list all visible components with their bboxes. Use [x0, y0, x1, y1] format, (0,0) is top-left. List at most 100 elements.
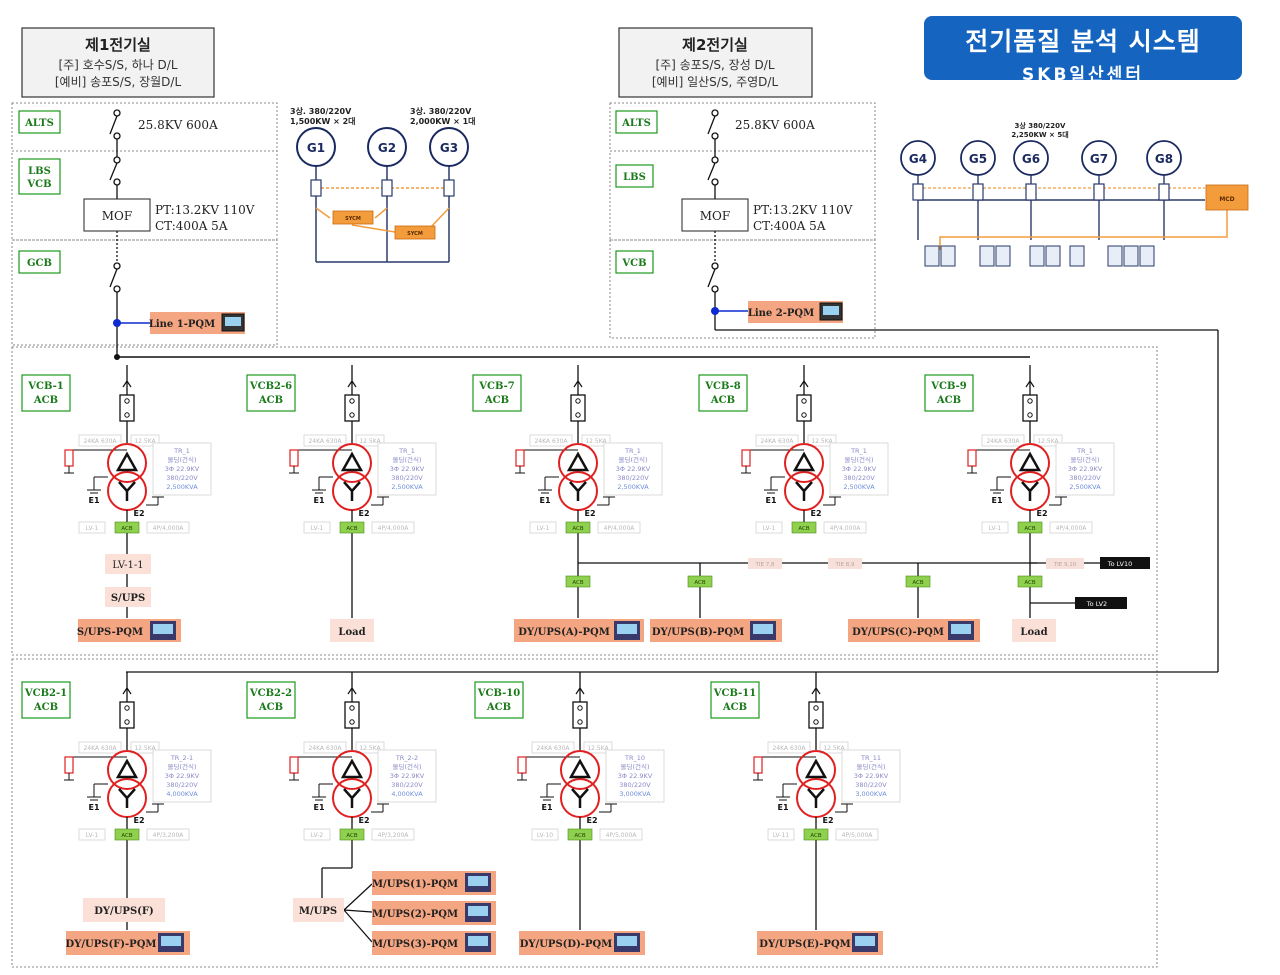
- feeder-vcb-contact-top: [577, 705, 583, 711]
- tr-spec-line: 380/220V: [391, 474, 423, 482]
- wye-symbol: [1021, 481, 1039, 501]
- feeder-vcb-contact-bottom: [1027, 412, 1033, 418]
- dyups-b-pqm: DY/UPS(B)-PQM: [652, 627, 744, 638]
- feeder-acb-label: ACB: [484, 395, 509, 406]
- load2-box: [1012, 619, 1056, 642]
- acb-rating-box: [371, 828, 415, 841]
- acb-label: ACB: [346, 833, 358, 839]
- acb-rating-box: [146, 521, 190, 534]
- feeder-disconnect: [575, 686, 585, 695]
- room1-pqm-box: [150, 312, 245, 334]
- lv-box: [529, 521, 557, 534]
- tr-spec-box: [841, 749, 901, 803]
- wye-symbol: [343, 481, 361, 501]
- feeder-area-1: [11, 346, 1158, 656]
- room1-rating: 25.8KV 600A: [138, 118, 218, 132]
- tr-spec-line: 3Φ 22.9KV: [390, 465, 425, 473]
- delta-symbol: [115, 758, 139, 779]
- gen-G7: G7: [1090, 152, 1108, 166]
- tr-spec-line: 380/220V: [1069, 474, 1101, 482]
- tr-spec-line: TR_1: [173, 447, 190, 455]
- tr-spec-line: 3,000KVA: [855, 790, 887, 798]
- room1-main-feed: [주] 호수S/S, 하나 D/L: [58, 58, 177, 72]
- feeder-vcb-contact-top: [349, 398, 355, 404]
- lv-box: [531, 828, 559, 841]
- room1-pt: PT:13.2KV 110V: [155, 203, 255, 217]
- transformer-primary: [107, 443, 147, 483]
- feeder-name: VCB-10: [477, 688, 520, 699]
- feeder-name: VCB-7: [478, 381, 515, 392]
- acb-box: [339, 828, 365, 841]
- lv-box: [755, 521, 783, 534]
- tr-spec-line: TR_1: [850, 447, 867, 455]
- gen1-spec1a: 3상. 380/220V: [290, 106, 352, 116]
- acb-rating-box: [835, 828, 879, 841]
- tr-spec-box: [829, 442, 889, 496]
- feeder-disconnect: [573, 379, 583, 388]
- tr-spec-line: TR_2-2: [395, 754, 418, 762]
- feeder-rating2-box: [130, 741, 160, 754]
- feeder-rating2-box: [130, 434, 160, 447]
- feeder-area-2: [11, 658, 1158, 968]
- tr-spec-line: TR_11: [860, 754, 881, 762]
- acb-label: ACB: [121, 833, 133, 839]
- tr-spec-line: 3Φ 22.9KV: [1068, 465, 1103, 473]
- feeder-disconnect: [347, 686, 357, 695]
- feeder-rating2-box: [1033, 434, 1063, 447]
- load2-label: Load: [1020, 627, 1047, 638]
- transformer-primary: [796, 750, 836, 790]
- feeder-vcb-contact-top: [575, 398, 581, 404]
- e2-label: E2: [822, 816, 833, 825]
- tr-spec-line: 몰딩(건식): [619, 455, 648, 464]
- feeder-arrester: [967, 449, 977, 467]
- tie-910: TIE 9,10: [1053, 562, 1077, 568]
- to-lv2: To LV2: [1086, 600, 1107, 608]
- dyups-c-pqm: DY/UPS(C)-PQM: [852, 627, 944, 638]
- sups-label: S/UPS: [111, 593, 145, 604]
- feeder-rating1-box: [767, 741, 811, 754]
- feeder-rating2-box: [807, 434, 837, 447]
- feeder-disconnect: [799, 379, 809, 388]
- feeder-vcb-contact-bottom: [577, 719, 583, 725]
- acb-rating: 4P/4,000A: [830, 525, 862, 532]
- feeder-disconnect: [122, 379, 132, 388]
- tie-acb-1: ACB: [572, 580, 584, 586]
- wye-symbol: [118, 481, 136, 501]
- feeder-vcb-contact-bottom: [124, 412, 130, 418]
- feeder-acb-label: ACB: [710, 395, 735, 406]
- feeder-rating2: 12.5KA: [359, 438, 381, 445]
- dyups-d-pqm: DY/UPS(D)-PQM: [520, 939, 613, 950]
- delta-symbol: [115, 451, 139, 472]
- e1-label: E1: [313, 496, 324, 505]
- transformer-primary: [107, 750, 147, 790]
- feeder-rating2: 12.5KA: [587, 745, 609, 752]
- delta-symbol: [804, 758, 828, 779]
- lv-label: LV-11: [773, 832, 789, 839]
- feeder-rating2-box: [581, 434, 611, 447]
- acb-box: [114, 828, 140, 841]
- dyups-f-box: [83, 898, 165, 922]
- tr-spec-line: 몰딩(건식): [168, 455, 197, 464]
- gen2-distribution-units: [924, 245, 1155, 267]
- tr-spec-line: 2,500KVA: [843, 483, 875, 491]
- room2-pqm: Line 2-PQM: [748, 308, 814, 319]
- gen-G5: G5: [969, 152, 987, 166]
- acb-rating: 4P/3,200A: [378, 832, 410, 839]
- feeder-disconnect: [122, 686, 132, 695]
- room2-title-box: [618, 27, 813, 98]
- transformer-primary: [1010, 443, 1050, 483]
- acb-rating-box: [597, 521, 641, 534]
- feeder-vcb-contact-top: [124, 398, 130, 404]
- tr-spec-line: 2,500KVA: [617, 483, 649, 491]
- e1-label: E1: [313, 803, 324, 812]
- tr-spec-line: 3Φ 22.9KV: [618, 772, 653, 780]
- room1-lbs-label: LBS: [28, 166, 51, 177]
- delta-symbol: [566, 451, 590, 472]
- tr-spec-line: TR_1: [398, 447, 415, 455]
- feeder-arrester: [741, 449, 751, 467]
- gen-G1: G1: [307, 141, 325, 155]
